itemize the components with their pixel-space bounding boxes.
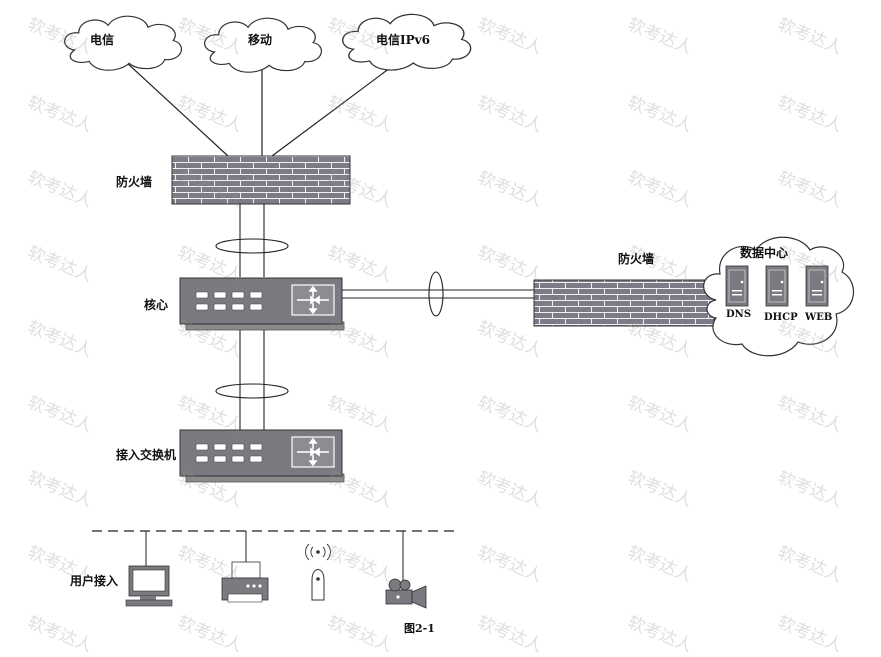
label-firewall-top: 防火墙: [116, 175, 153, 189]
server-dhcp-icon: [765, 265, 789, 307]
label-user-access: 用户接入: [70, 574, 119, 588]
link-telecom: [125, 61, 229, 157]
network-diagram: [64, 13, 855, 609]
firewall-right: [533, 279, 715, 327]
cloud-label-telecom-ipv6: 电信IPv6: [376, 33, 430, 47]
label-core-switch: 核心: [144, 298, 169, 312]
isp-links: [125, 61, 399, 157]
wireless-ap-icon: [305, 543, 331, 601]
cloud-label-mobile: 移动: [248, 33, 273, 47]
printer-icon: [221, 561, 269, 603]
bus-drops: [145, 531, 404, 584]
cloud-label-telecom: 电信: [90, 33, 115, 47]
label-access-switch: 接入交换机: [116, 448, 177, 462]
video-camera-icon: [385, 578, 427, 609]
link-aggregation-ring-lower: [215, 383, 289, 399]
core-switch: [179, 277, 345, 331]
label-firewall-right: 防火墙: [618, 252, 655, 266]
cloud-telecom: [64, 15, 183, 71]
trunk-core-datacenter: [342, 289, 534, 299]
firewall-top: [171, 155, 351, 205]
server-web-icon: [805, 265, 829, 307]
trunk-firewall-core: [239, 204, 265, 277]
figure-caption: 图2-1: [404, 622, 435, 635]
datacenter-title: 数据中心: [740, 246, 789, 260]
trunk-core-access: [239, 330, 265, 430]
server-label-web: WEB: [805, 312, 833, 323]
computer-icon: [125, 565, 173, 607]
link-aggregation-ring: [215, 238, 289, 254]
link-aggregation-ring-right: [428, 271, 444, 317]
server-dns-icon: [725, 265, 749, 307]
server-label-dns: DNS: [726, 309, 752, 320]
server-label-dhcp: DHCP: [764, 312, 798, 323]
link-ipv6: [271, 61, 399, 157]
access-switch: [179, 429, 345, 483]
